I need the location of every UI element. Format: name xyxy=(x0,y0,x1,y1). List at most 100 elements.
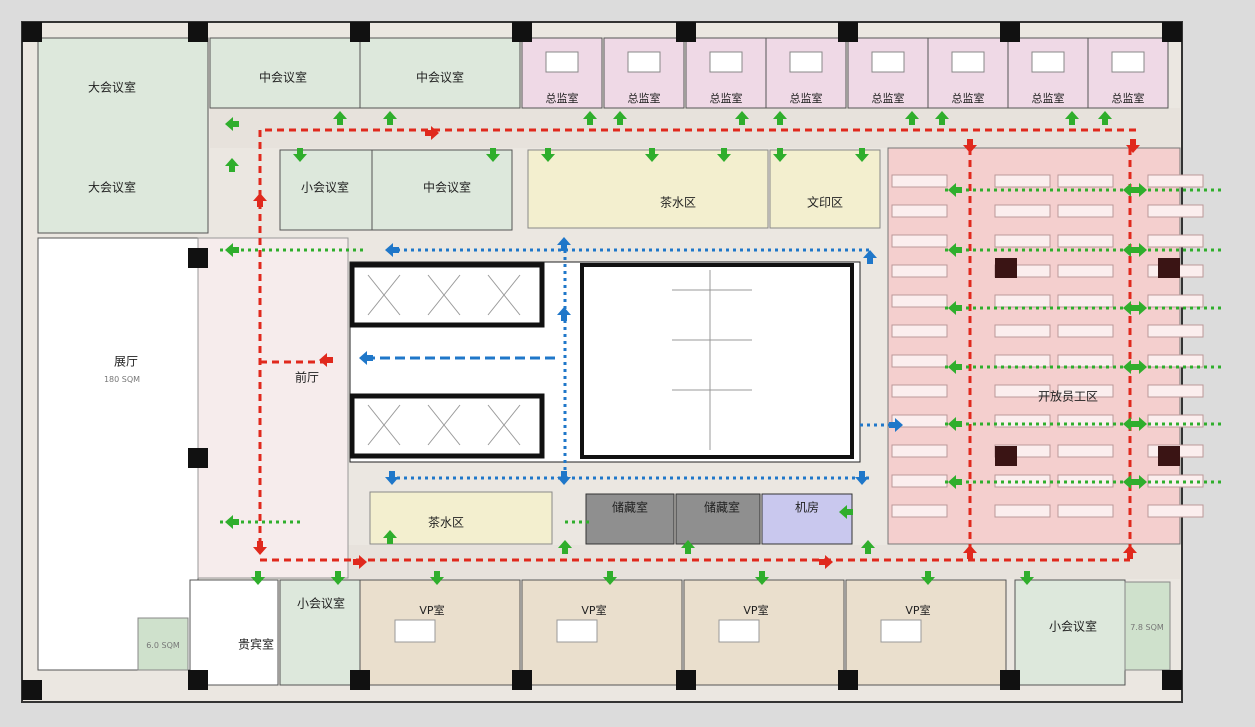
workstation xyxy=(891,504,948,518)
core-circulation-arrow xyxy=(385,471,399,485)
desk-icon xyxy=(871,51,905,73)
director-office xyxy=(1087,37,1169,109)
column xyxy=(350,670,370,690)
evacuation-route-arrow xyxy=(963,545,977,559)
workstation xyxy=(891,174,948,188)
small-meeting-room-2 xyxy=(279,579,361,686)
column xyxy=(1158,446,1180,466)
storage-label-2: 储藏室 xyxy=(704,500,740,515)
workstation xyxy=(994,234,1051,248)
room-access-arrow xyxy=(921,571,935,585)
mid-meeting-room-2 xyxy=(359,37,521,109)
room-access-arrow xyxy=(583,111,597,125)
core-circulation-arrow xyxy=(385,243,399,257)
director-office xyxy=(521,37,603,109)
balcony-right-area: 7.8 SQM xyxy=(1130,623,1164,632)
small-meeting-room-3 xyxy=(1014,579,1126,686)
core-circulation-arrow xyxy=(889,418,903,432)
column xyxy=(1000,670,1020,690)
room-access-arrow xyxy=(855,148,869,162)
room-access-arrow xyxy=(333,111,347,125)
director-label: 总监室 xyxy=(1112,91,1145,105)
room-access-arrow xyxy=(681,540,695,554)
desk-icon xyxy=(556,619,598,643)
workstation xyxy=(994,324,1051,338)
desk-icon xyxy=(951,51,985,73)
small-meeting-label-1: 小会议室 xyxy=(301,180,349,195)
workstation xyxy=(891,444,948,458)
vp-office xyxy=(521,579,683,686)
core-circulation-arrow xyxy=(359,351,373,365)
workstation xyxy=(1147,414,1204,428)
core-circulation-arrow xyxy=(557,237,571,251)
workstation xyxy=(891,354,948,368)
room-access-arrow xyxy=(948,183,962,197)
north-corridor xyxy=(210,108,1180,148)
workstation xyxy=(891,204,948,218)
workstation xyxy=(1057,504,1114,518)
room-access-arrow xyxy=(839,505,853,519)
mid-meeting-room-1 xyxy=(209,37,361,109)
column xyxy=(188,670,208,690)
lobby-label: 前厅 xyxy=(295,370,319,385)
workstation xyxy=(1057,234,1114,248)
workstation xyxy=(994,354,1051,368)
small-meeting-label-2: 小会议室 xyxy=(297,596,345,611)
workstation xyxy=(891,324,948,338)
large-meeting-label-1: 大会议室 xyxy=(88,80,136,95)
vp-label: VP室 xyxy=(581,603,606,617)
room-access-arrow xyxy=(948,360,962,374)
column xyxy=(1000,22,1020,42)
workstation xyxy=(1147,504,1204,518)
workstation xyxy=(891,264,948,278)
column xyxy=(838,670,858,690)
workstation xyxy=(891,414,948,428)
balcony-right xyxy=(1124,581,1171,671)
workstation xyxy=(1057,354,1114,368)
room-access-arrow xyxy=(1133,301,1147,315)
vp-office xyxy=(359,579,521,686)
room-access-arrow xyxy=(1133,417,1147,431)
room-access-arrow xyxy=(1065,111,1079,125)
room-access-arrow xyxy=(735,111,749,125)
evacuation-route-arrow xyxy=(319,353,333,367)
workstation xyxy=(1147,234,1204,248)
column xyxy=(1162,22,1182,42)
room-access-arrow xyxy=(1123,301,1137,315)
workstation xyxy=(1147,384,1204,398)
column xyxy=(995,258,1017,278)
core-circulation-arrow xyxy=(557,471,571,485)
column xyxy=(838,22,858,42)
director-office xyxy=(765,37,847,109)
room-access-arrow xyxy=(717,148,731,162)
workstation xyxy=(994,504,1051,518)
vip-room xyxy=(189,579,279,686)
room-access-arrow xyxy=(773,111,787,125)
room-access-arrow xyxy=(935,111,949,125)
column xyxy=(1158,258,1180,278)
room-access-arrow xyxy=(558,540,572,554)
column xyxy=(22,22,42,42)
director-office xyxy=(603,37,685,109)
director-label: 总监室 xyxy=(1032,91,1065,105)
director-office xyxy=(685,37,767,109)
exhibition-label: 展厅 xyxy=(114,355,138,369)
director-label: 总监室 xyxy=(710,91,743,105)
pantry-area-1 xyxy=(527,149,769,229)
column xyxy=(188,22,208,42)
elevator-bank-2 xyxy=(349,393,545,459)
print-label: 文印区 xyxy=(807,195,843,210)
director-label: 总监室 xyxy=(628,91,661,105)
workstation xyxy=(1147,294,1204,308)
pantry-area-2 xyxy=(369,491,553,545)
core-circulation-arrow xyxy=(557,307,571,321)
director-office xyxy=(927,37,1009,109)
small-meeting-label-3: 小会议室 xyxy=(1049,619,1097,634)
evacuation-route-arrow xyxy=(253,541,267,555)
small-meeting-room-1 xyxy=(279,149,373,231)
storage-room-2 xyxy=(675,493,761,545)
room-access-arrow xyxy=(645,148,659,162)
desk-icon xyxy=(1031,51,1065,73)
